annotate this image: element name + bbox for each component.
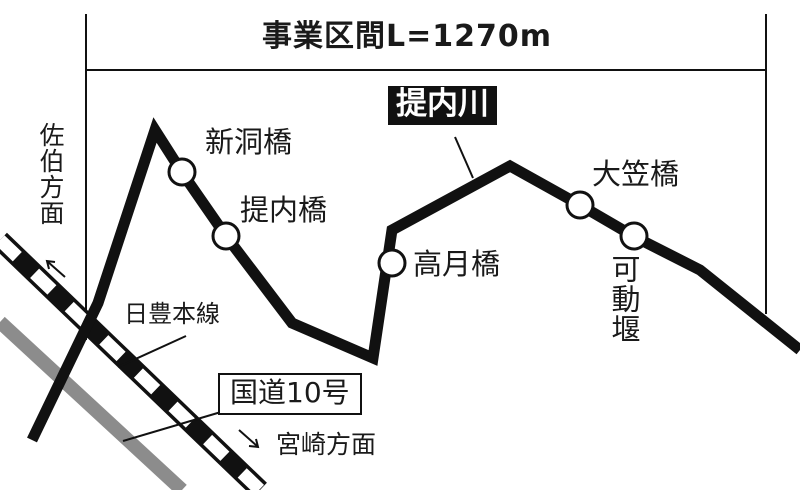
weir-label: 可動堰 <box>607 254 641 344</box>
miyazaki-direction-arrow-icon <box>238 429 260 449</box>
river-label-leader <box>454 136 474 179</box>
weir-marker <box>619 221 649 251</box>
saiki-direction-arrow-icon <box>45 259 66 278</box>
section-bracket <box>85 14 767 340</box>
national-route-10-road <box>0 316 187 490</box>
bridge-label-takatsuki: 高月橋 <box>413 247 501 281</box>
bridge-label-teinai: 提内橋 <box>240 193 328 227</box>
teinai-bridge-marker <box>211 221 241 251</box>
railway-label-leader <box>117 335 187 368</box>
saiki-direction-label: 佐伯方面 <box>36 122 65 226</box>
road-label-leader <box>122 411 222 442</box>
okasa-bridge-marker <box>565 190 595 220</box>
bridge-label-shindo: 新洞橋 <box>205 125 293 159</box>
railway-label: 日豊本線 <box>124 300 220 328</box>
nippo-line-track <box>0 232 267 490</box>
river-name-label: 提内川 <box>388 86 497 125</box>
shindo-bridge-marker <box>167 157 197 187</box>
bridge-label-okasa: 大笠橋 <box>592 157 680 191</box>
section-length-label: 事業区間L=1270m <box>262 19 553 54</box>
national-route-label: 国道10号 <box>218 373 362 415</box>
takatsuki-bridge-marker <box>377 248 407 278</box>
miyazaki-direction-label: 宮崎方面 <box>276 430 377 459</box>
